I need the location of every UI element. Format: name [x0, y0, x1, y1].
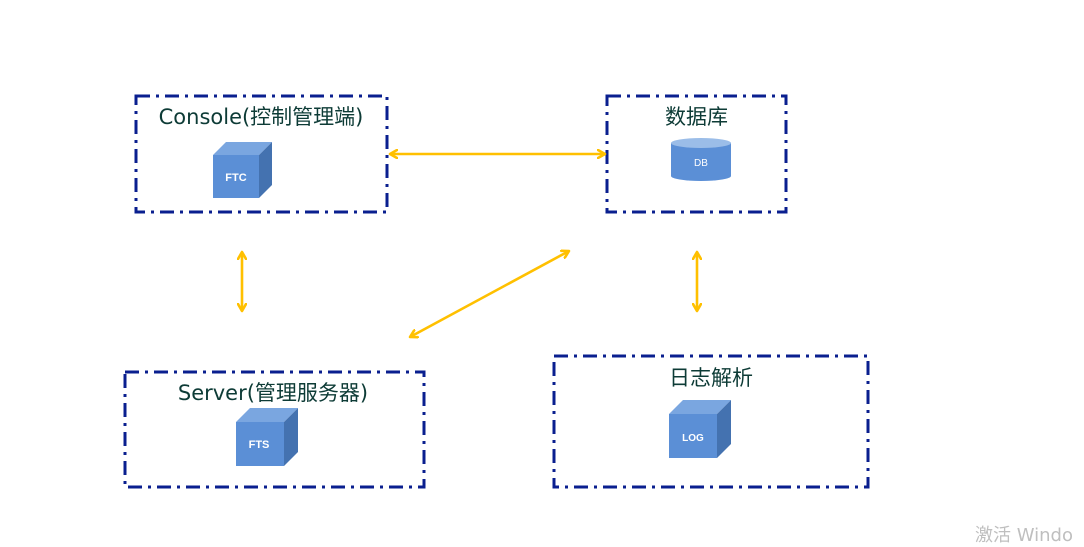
- ftc-label: FTC: [225, 172, 246, 184]
- activate-windows-watermark: 激活 Windo: [975, 525, 1073, 546]
- console-box: [134, 94, 389, 214]
- database-title: 数据库: [665, 105, 728, 129]
- log-cube-icon: LOG: [669, 400, 731, 458]
- fts-label: FTS: [249, 439, 270, 451]
- database-box: [605, 94, 788, 214]
- connector-server-database: [410, 251, 569, 337]
- log-title: 日志解析: [669, 366, 753, 390]
- log-label: LOG: [682, 433, 704, 444]
- database-cylinder-icon: DB: [671, 138, 731, 181]
- console-title: Console(控制管理端): [158, 105, 364, 129]
- server-box: [123, 370, 426, 489]
- server-title: Server(管理服务器): [177, 381, 369, 405]
- ftc-cube-icon: FTC: [213, 142, 272, 198]
- db-label: DB: [694, 158, 708, 169]
- log-box: [552, 354, 870, 489]
- fts-cube-icon: FTS: [236, 408, 298, 466]
